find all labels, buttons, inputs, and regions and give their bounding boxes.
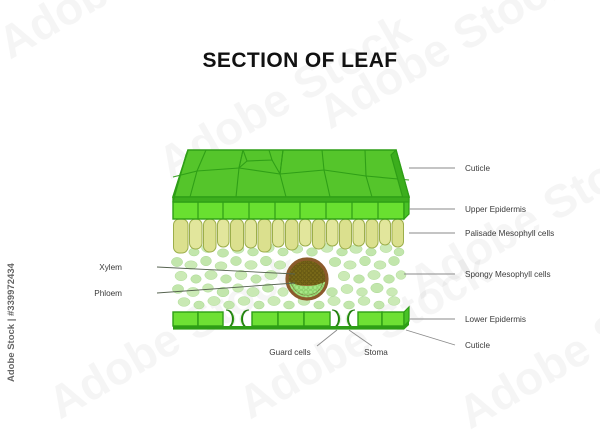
label-cuticle-bottom: Cuticle [465,341,490,350]
left-label-group: Xylem Phloem [94,263,296,298]
leader-line-stoma [348,329,373,347]
right-label-group: Cuticle Upper Epidermis Palisade Mesophy… [404,164,554,350]
leader-line-xylem [156,266,296,275]
label-upper-epidermis: Upper Epidermis [465,205,526,214]
cuticle-top-layer [171,148,411,204]
cuticle-bottom-layer [173,321,409,330]
label-stoma: Stoma [364,348,388,357]
page-title: SECTION OF LEAF [203,49,398,72]
watermark-credit: Adobe Stock | #339972434 [6,262,17,382]
label-guard-cells: Guard cells [269,348,310,357]
label-xylem: Xylem [99,263,122,272]
label-lower-epidermis: Lower Epidermis [465,315,526,324]
label-spongy-mesophyll: Spongy Mesophyll cells [465,270,551,279]
label-cuticle-top: Cuticle [465,164,490,173]
leader-line-guard-cells [316,329,338,347]
label-phloem: Phloem [94,289,122,298]
vascular-bundle [285,257,329,301]
leader-line-phloem [156,282,296,294]
bottom-label-group: Guard cells Stoma [269,329,388,357]
leader-line-cuticle-bottom [405,329,456,346]
palisade-mesophyll-layer [173,218,404,254]
label-palisade-mesophyll: Palisade Mesophyll cells [465,229,554,238]
